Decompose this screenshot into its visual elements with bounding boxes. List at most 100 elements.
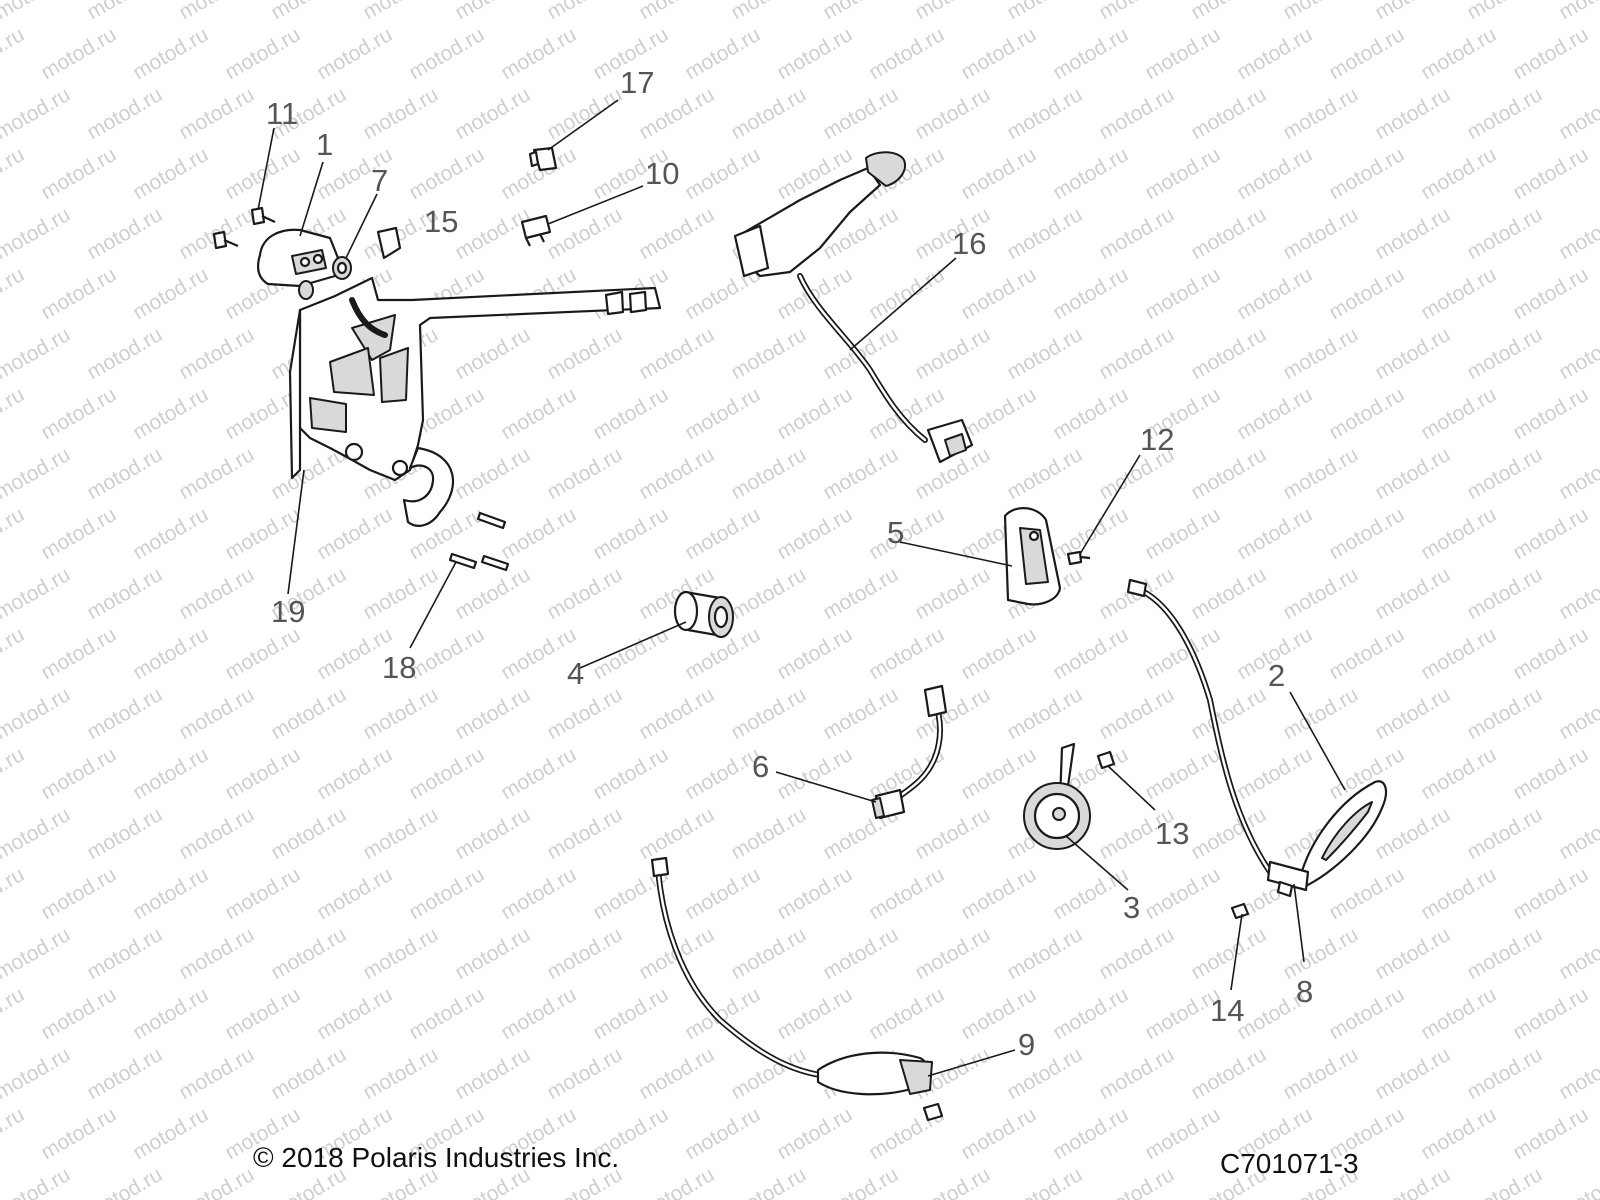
watermark-text: motod.ru (957, 383, 1040, 444)
watermark-text: motod.ru (497, 23, 580, 84)
watermark-text: motod.ru (0, 563, 74, 624)
watermark-text: motod.ru (221, 143, 304, 204)
watermark-text: motod.ru (1095, 323, 1178, 384)
watermark-text: motod.ru (175, 803, 258, 864)
watermark-text: motod.ru (83, 803, 166, 864)
part-4-cylinder (673, 590, 734, 638)
watermark-text: motod.ru (313, 983, 396, 1044)
watermark-text: motod.ru (911, 0, 994, 24)
watermark-text: motod.ru (819, 923, 902, 984)
watermark-text: motod.ru (1463, 0, 1546, 24)
watermark-text: motod.ru (1233, 263, 1316, 324)
part-2-turn-signal (1126, 578, 1388, 890)
watermark-text: motod.ru (1509, 383, 1592, 444)
watermark-text: motod.ru (1325, 983, 1408, 1044)
watermark-text: motod.ru (37, 143, 120, 204)
callout-9: 9 (1018, 1027, 1035, 1062)
watermark-text: motod.ru (1141, 23, 1224, 84)
watermark-text: motod.ru (543, 803, 626, 864)
watermark-text: motod.ru (1463, 1163, 1546, 1200)
watermark-text: motod.ru (83, 0, 166, 24)
watermark-text: motod.ru (313, 863, 396, 924)
callout-7: 7 (371, 163, 388, 198)
watermark-text: motod.ru (1049, 23, 1132, 84)
watermark-text: motod.ru (957, 1103, 1040, 1164)
watermark-text: motod.ru (1509, 1103, 1592, 1164)
watermark-text: motod.ru (37, 623, 120, 684)
watermark-text: motod.ru (1095, 0, 1178, 24)
watermark-text: motod.ru (1371, 203, 1454, 264)
watermark-text: motod.ru (1463, 923, 1546, 984)
watermark-text: motod.ru (957, 623, 1040, 684)
watermark-text: motod.ru (635, 0, 718, 24)
callout-11: 11 (266, 96, 298, 131)
watermark-text: motod.ru (865, 263, 948, 324)
part-11-screws (212, 206, 276, 250)
watermark-text: motod.ru (543, 563, 626, 624)
leader-lines (257, 99, 1346, 1077)
watermark-text: motod.ru (1417, 383, 1500, 444)
watermark-text: motod.ru (451, 83, 534, 144)
watermark-text: motod.ru (129, 743, 212, 804)
watermark-text: motod.ru (1049, 863, 1132, 924)
watermark-text: motod.ru (727, 1163, 810, 1200)
watermark-text: motod.ru (0, 803, 74, 864)
part-10-connector (520, 214, 552, 247)
watermark-text: motod.ru (0, 743, 28, 804)
watermark-text: motod.ru (1325, 263, 1408, 324)
watermark-text: motod.ru (175, 683, 258, 744)
copyright-text: © 2018 Polaris Industries Inc. (253, 1142, 620, 1173)
callout-2: 2 (1268, 658, 1285, 693)
watermark-text: motod.ru (1187, 323, 1270, 384)
part-1-switch-housing (257, 228, 340, 288)
part-8-bracket (1266, 860, 1310, 898)
watermark-text: motod.ru (589, 383, 672, 444)
watermark-text: motod.ru (0, 983, 28, 1044)
watermark-text: motod.ru (0, 923, 74, 984)
watermark-text: motod.ru (451, 803, 534, 864)
watermark-text: motod.ru (175, 0, 258, 24)
watermark-text: motod.ru (543, 0, 626, 24)
watermark-text: motod.ru (1371, 83, 1454, 144)
watermark-text: motod.ru (957, 23, 1040, 84)
watermark-text: motod.ru (1003, 443, 1086, 504)
watermark-text: motod.ru (1463, 443, 1546, 504)
watermark-text: motod.ru (635, 683, 718, 744)
watermark-text: motod.ru (83, 443, 166, 504)
watermark-text: motod.ru (0, 23, 28, 84)
watermark-text: motod.ru (359, 563, 442, 624)
watermark-text: motod.ru (1509, 263, 1592, 324)
watermark-text: motod.ru (727, 1043, 810, 1104)
watermark-text: motod.ru (1003, 1163, 1086, 1200)
watermark-text: motod.ru (1279, 563, 1362, 624)
part-18-screws (448, 511, 510, 572)
watermark-text: motod.ru (589, 743, 672, 804)
callout-16: 16 (952, 226, 986, 261)
watermark-text: motod.ru (497, 383, 580, 444)
watermark-text: motod.ru (451, 0, 534, 24)
watermark-text: motod.ru (1509, 23, 1592, 84)
watermark-text: motod.ru (1049, 503, 1132, 564)
watermark-text: motod.ru (405, 743, 488, 804)
watermark-text: motod.ru (1463, 803, 1546, 864)
watermark-text: motod.ru (1233, 503, 1316, 564)
watermark-text: motod.ru (1371, 323, 1454, 384)
watermark-text: motod.ru (1141, 743, 1224, 804)
watermark-text: motod.ru (1233, 143, 1316, 204)
part-19-bracket (288, 226, 662, 527)
watermark-text: motod.ru (1371, 563, 1454, 624)
watermark-text: motod.ru (83, 563, 166, 624)
watermark-text: motod.ru (129, 263, 212, 324)
watermark-text: motod.ru (0, 623, 28, 684)
watermark-text: motod.ru (313, 743, 396, 804)
watermark-text: motod.ru (1279, 443, 1362, 504)
watermark-text: motod.ru (175, 83, 258, 144)
watermark-text: motod.ru (0, 863, 28, 924)
watermark-text: motod.ru (635, 1043, 718, 1104)
watermark-text: motod.ru (359, 83, 442, 144)
watermark-text: motod.ru (1555, 83, 1600, 144)
watermark-text: motod.ru (819, 0, 902, 24)
watermark-text: motod.ru (1095, 1163, 1178, 1200)
watermark-text: motod.ru (1187, 203, 1270, 264)
callout-18: 18 (382, 650, 416, 685)
